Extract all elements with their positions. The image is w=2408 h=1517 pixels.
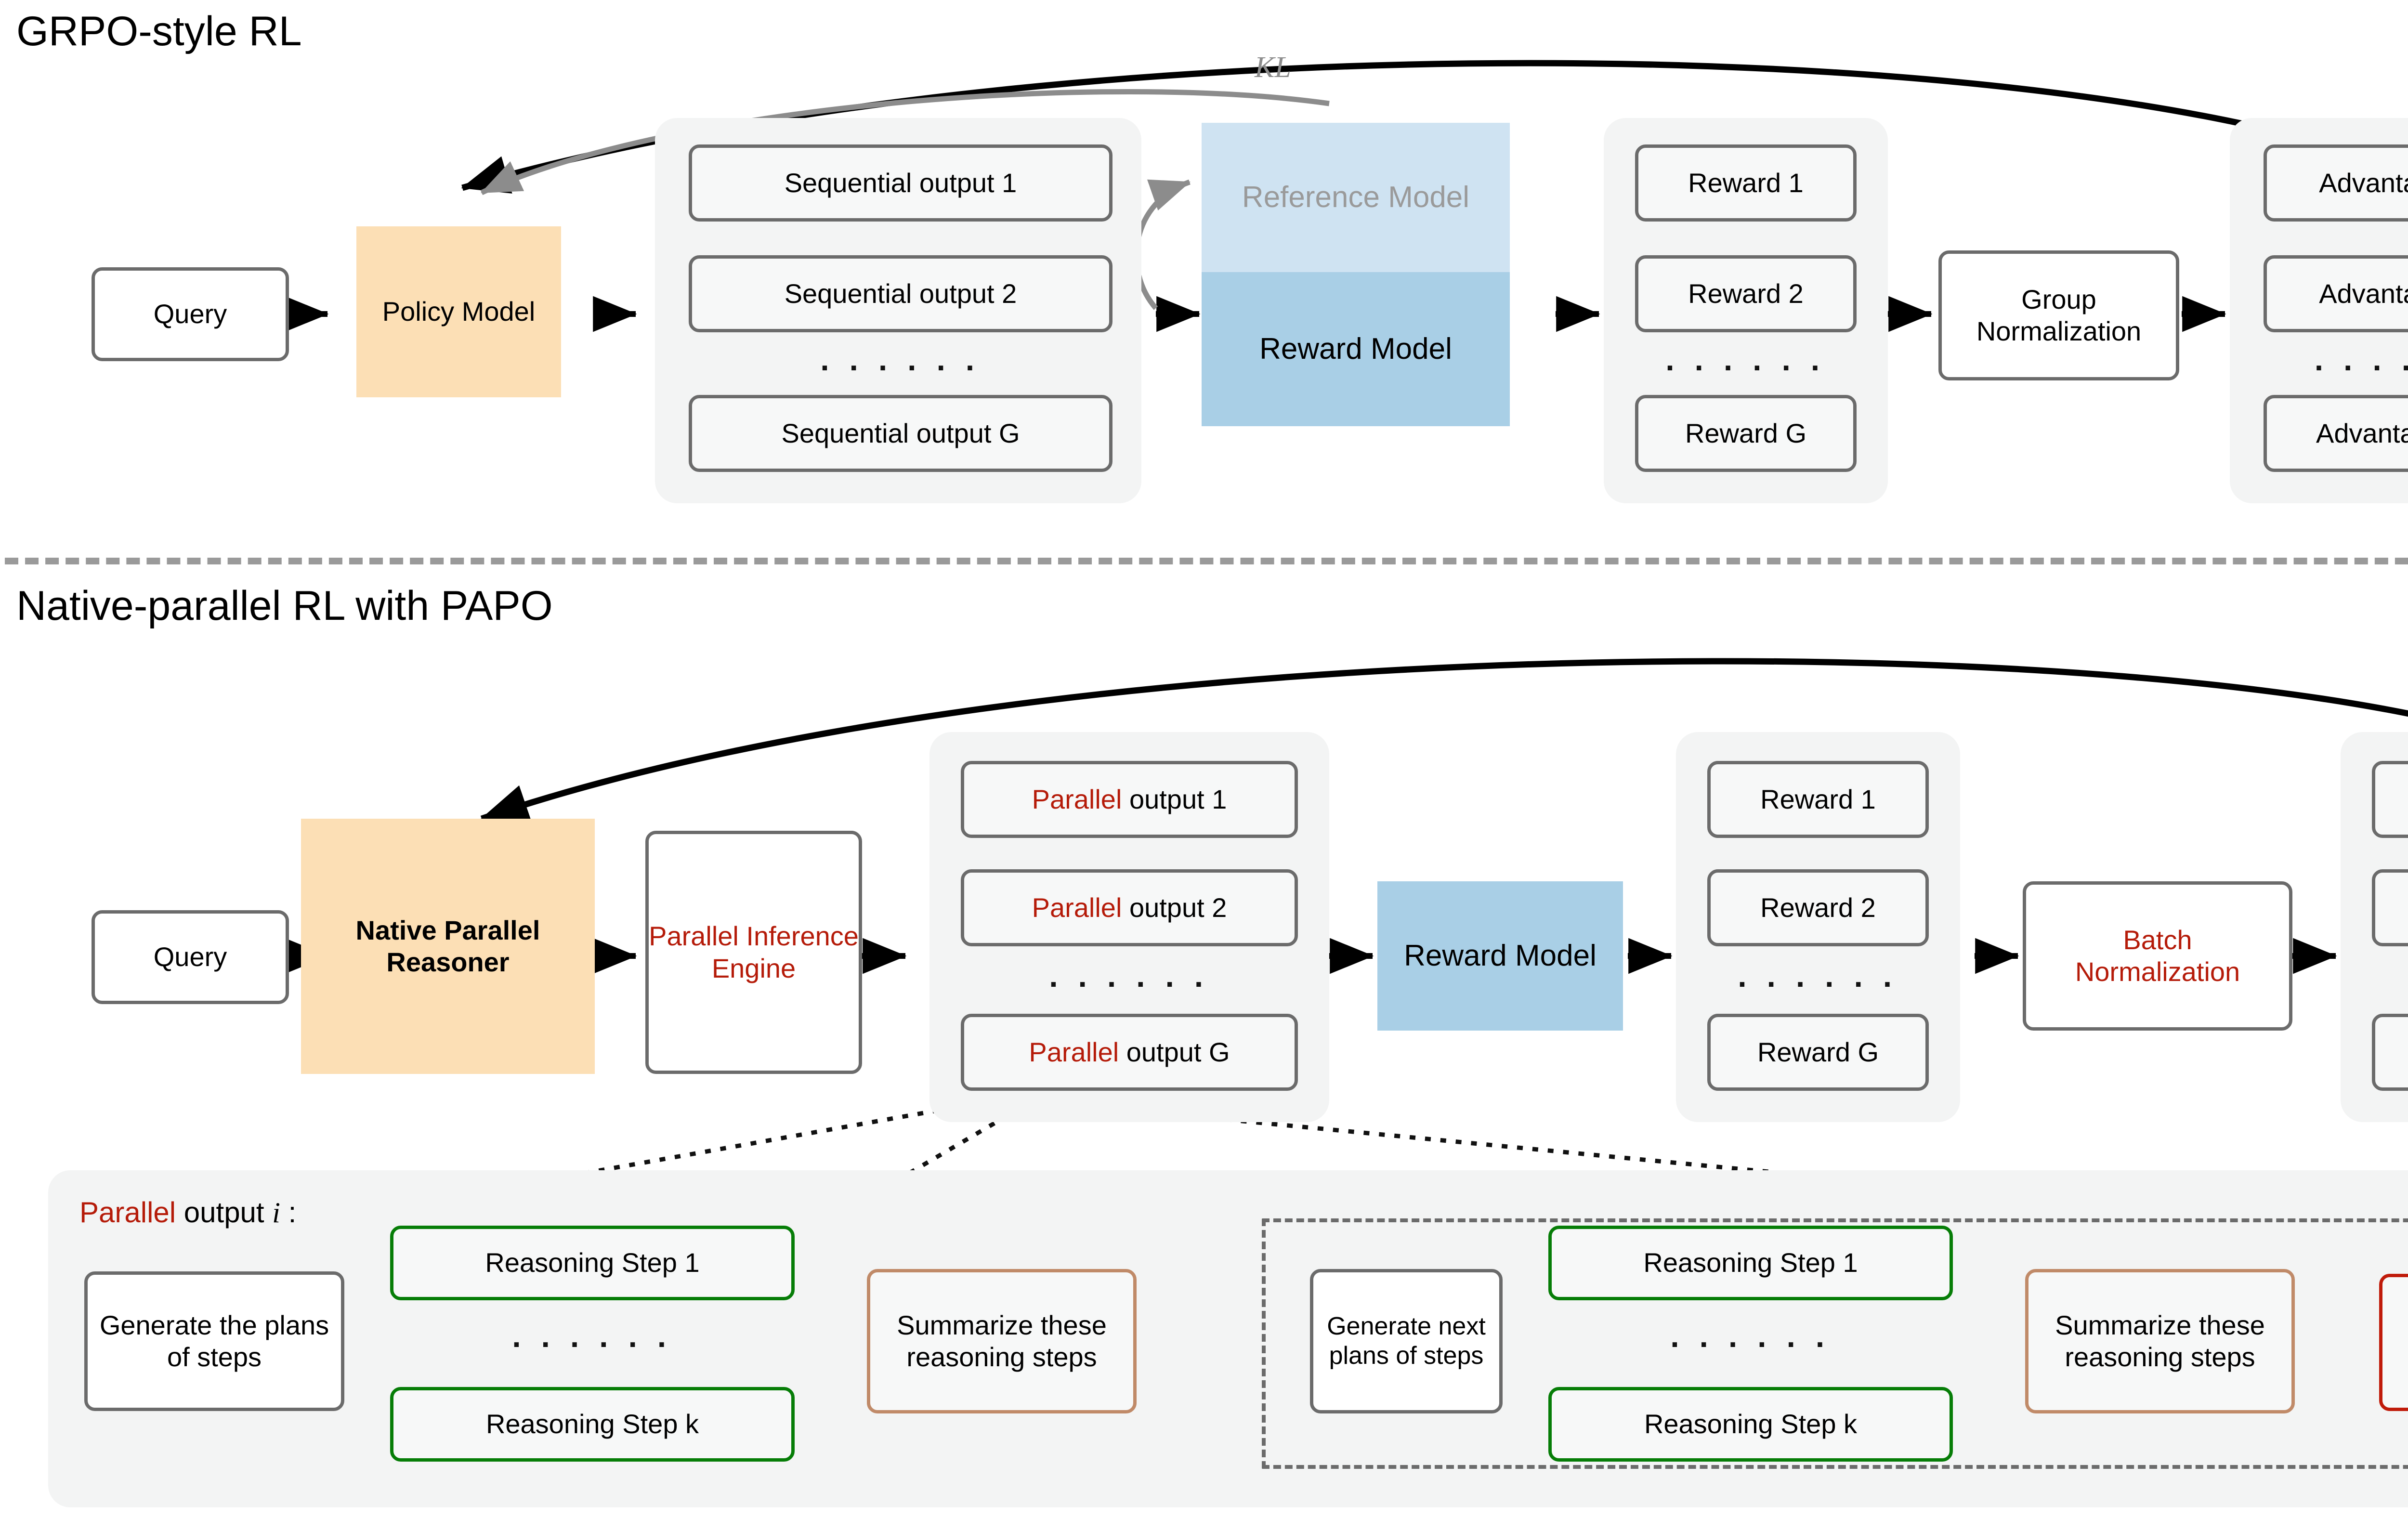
summarize-box-first: Summarize these reasoning steps: [867, 1269, 1137, 1413]
reward-g-bottom: Reward G: [1707, 1014, 1929, 1091]
reasoning-step-1-second: Reasoning Step 1: [1548, 1226, 1953, 1300]
section-title-bottom: Native-parallel RL with PAPO: [16, 583, 553, 629]
summarize-label-second: Summarize these reasoning steps: [2055, 1309, 2265, 1372]
parallel-output-1-prefix: Parallel: [1032, 784, 1122, 814]
reasoning-step-1-first-label: Reasoning Step 1: [485, 1247, 700, 1278]
policy-model-box: Policy Model: [356, 226, 561, 397]
advantage-1-label-top: Advantage 1: [2319, 167, 2408, 198]
detail-panel-title-colon: :: [280, 1196, 297, 1229]
reward-1-top: Reward 1: [1635, 144, 1857, 222]
reasoning-steps-ellipsis-first: · · · · · ·: [512, 1326, 673, 1362]
final-answer-box: Final Answer: [2379, 1274, 2408, 1411]
rewards-ellipsis-top: · · · · · ·: [1665, 350, 1826, 385]
reasoning-steps-ellipsis-second: · · · · · ·: [1670, 1326, 1831, 1362]
parallel-output-2-label: output 2: [1122, 892, 1227, 923]
reward-g-top: Reward G: [1635, 395, 1857, 472]
query-label-bottom: Query: [153, 942, 227, 972]
bottom-feedback-curve: [480, 658, 2408, 823]
rewards-ellipsis-bottom: · · · · · ·: [1738, 966, 1898, 1002]
reward-model-box-top: Reward Model: [1202, 272, 1510, 426]
repeat-loop-region: [1262, 1218, 2408, 1469]
section-divider: [5, 558, 2408, 564]
parallel-inference-engine-box: Parallel Inference Engine: [645, 831, 862, 1074]
advantages-ellipsis-top: · · · · · ·: [2314, 350, 2408, 385]
query-box-bottom: Query: [92, 910, 289, 1004]
advantage-2-label-top: Advantage 2: [2319, 278, 2408, 309]
batch-normalization-box: Batch Normalization: [2023, 881, 2292, 1031]
reward-2-bottom: Reward 2: [1707, 869, 1929, 946]
reward-g-label-top: Reward G: [1685, 418, 1807, 448]
batch-normalization-label-2: Normalization: [2075, 956, 2240, 987]
group-normalization-label: Group Normalization: [1976, 284, 2142, 346]
reward-2-label-bottom: Reward 2: [1760, 892, 1876, 923]
parallel-output-g: Parallel output G: [961, 1014, 1298, 1091]
reference-model-inbound-curve: [1134, 179, 1191, 310]
sequential-output-1-label: Sequential output 1: [784, 167, 1017, 198]
generate-next-plans-label: Generate next plans of steps: [1327, 1312, 1486, 1370]
policy-model-label: Policy Model: [382, 296, 536, 327]
reference-model-box: Reference Model: [1202, 123, 1510, 272]
generate-plans-label: Generate the plans of steps: [99, 1309, 329, 1372]
advantage-2-bottom: Advantage 2: [2372, 869, 2408, 946]
sequential-output-g: Sequential output G: [689, 395, 1112, 472]
advantage-2-top: Advantage 2: [2264, 255, 2408, 332]
reasoning-step-k-first: Reasoning Step k: [390, 1387, 795, 1462]
parallel-output-1: Parallel output 1: [961, 761, 1298, 838]
reasoning-step-k-second-label: Reasoning Step k: [1644, 1409, 1858, 1439]
sequential-output-2: Sequential output 2: [689, 255, 1112, 332]
sequential-output-2-label: Sequential output 2: [784, 278, 1017, 309]
parallel-output-g-prefix: Parallel: [1029, 1036, 1119, 1067]
detail-panel-title-suffix: output: [176, 1196, 273, 1229]
reasoning-step-1-second-label: Reasoning Step 1: [1643, 1247, 1858, 1278]
parallel-inference-engine-label: Parallel Inference Engine: [649, 921, 859, 983]
parallel-output-2-prefix: Parallel: [1032, 892, 1122, 923]
native-parallel-reasoner-box: Native Parallel Reasoner: [301, 819, 595, 1074]
advantage-g-bottom: Advantage G: [2372, 1014, 2408, 1091]
native-parallel-reasoner-label: Native Parallel Reasoner: [355, 915, 540, 977]
reasoning-step-k-second: Reasoning Step k: [1548, 1387, 1953, 1462]
query-label-top: Query: [153, 299, 227, 329]
reasoning-step-k-first-label: Reasoning Step k: [485, 1409, 699, 1439]
reward-model-label-bottom: Reward Model: [1404, 939, 1597, 973]
parallel-output-1-label: output 1: [1122, 784, 1227, 814]
batch-normalization-label-1: Batch: [2123, 924, 2192, 955]
reward-1-label-bottom: Reward 1: [1760, 784, 1876, 814]
advantages-ellipsis-bottom: · · · · · ·: [2372, 968, 2408, 1000]
reward-2-top: Reward 2: [1635, 255, 1857, 332]
reward-1-label-top: Reward 1: [1688, 167, 1804, 198]
generate-plans-box: Generate the plans of steps: [84, 1271, 344, 1411]
sequential-output-1: Sequential output 1: [689, 144, 1112, 222]
reward-model-box-bottom: Reward Model: [1377, 881, 1623, 1031]
parallel-output-g-label: output G: [1119, 1036, 1230, 1067]
advantage-g-top: Advantage G: [2264, 395, 2408, 472]
reward-2-label-top: Reward 2: [1688, 278, 1804, 309]
advantage-1-top: Advantage 1: [2264, 144, 2408, 222]
reward-g-label-bottom: Reward G: [1757, 1036, 1879, 1067]
reasoning-step-1-first: Reasoning Step 1: [390, 1226, 795, 1300]
summarize-box-second: Summarize these reasoning steps: [2025, 1269, 2295, 1413]
reward-1-bottom: Reward 1: [1707, 761, 1929, 838]
detail-panel-title-index: i: [272, 1197, 280, 1229]
detail-panel-title-prefix: Parallel: [79, 1196, 176, 1229]
reference-model-label: Reference Model: [1242, 181, 1470, 214]
advantage-1-bottom: Advantage 1: [2372, 761, 2408, 838]
query-box-top: Query: [92, 267, 289, 361]
detail-panel-title: Parallel output i :: [79, 1196, 297, 1229]
parallel-outputs-ellipsis: · · · · · ·: [1049, 966, 1210, 1002]
sequential-outputs-ellipsis: · · · · · ·: [820, 350, 981, 385]
generate-next-plans-box: Generate next plans of steps: [1310, 1269, 1503, 1413]
section-title-top: GRPO-style RL: [16, 8, 302, 54]
final-answer-label: Final Answer: [2382, 1310, 2408, 1374]
reward-model-label-top: Reward Model: [1259, 332, 1452, 366]
advantage-g-label-top: Advantage G: [2316, 418, 2408, 448]
kl-label: KL: [1255, 51, 1291, 84]
sequential-output-g-label: Sequential output G: [781, 418, 1020, 448]
summarize-label-first: Summarize these reasoning steps: [897, 1309, 1107, 1372]
group-normalization-box: Group Normalization: [1938, 250, 2179, 380]
parallel-output-2: Parallel output 2: [961, 869, 1298, 946]
